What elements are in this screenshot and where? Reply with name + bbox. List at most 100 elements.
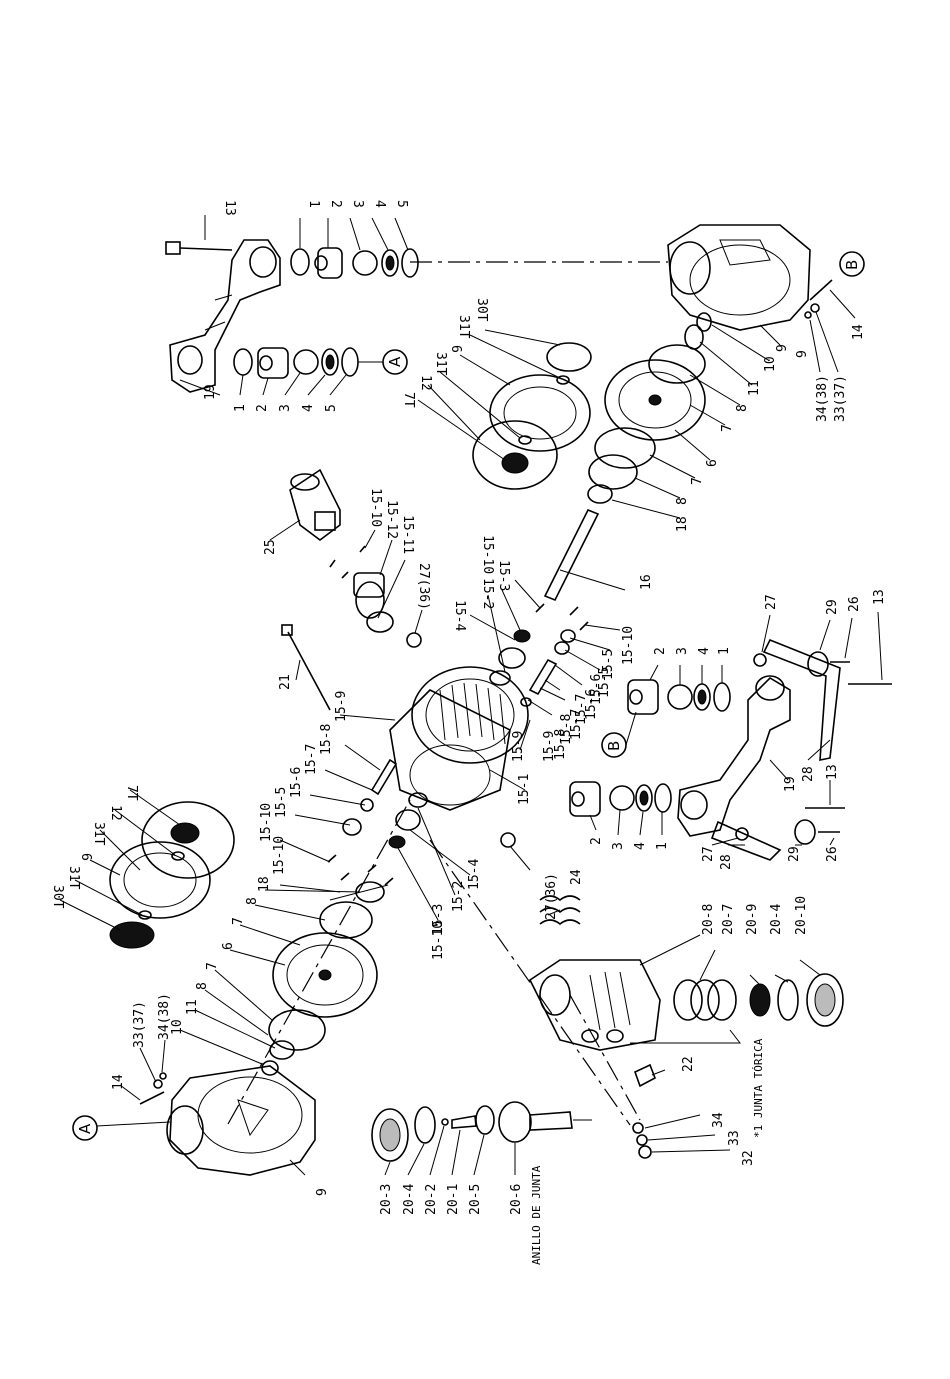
chamber-9-right-rib	[719, 239, 771, 266]
guide-4-a-core	[385, 255, 395, 271]
valve-body-port	[539, 974, 571, 1016]
leader-21	[295, 659, 301, 681]
right-pilot-spool	[520, 603, 589, 707]
oring-5-b	[341, 347, 359, 377]
label-20-4-b: 20-4	[402, 1184, 417, 1215]
center-body	[389, 629, 531, 811]
label-19-a: 19	[203, 384, 218, 400]
label-7-a: 7	[720, 424, 735, 432]
label-15-1: 15-1	[517, 774, 532, 805]
leader-33-37-a	[815, 311, 839, 373]
spool-20-7-b	[690, 979, 720, 1021]
label-26-a: 26	[847, 596, 862, 612]
nut-34-right	[804, 311, 812, 319]
centerline-valve	[569, 994, 641, 1121]
leader-31T-a	[469, 334, 561, 379]
callout-b-right	[839, 251, 865, 277]
leader-34	[644, 1114, 701, 1129]
tie-rod-21-body	[287, 631, 331, 711]
leader-15-3-a	[501, 589, 521, 631]
leader-18-a	[611, 499, 681, 519]
chamber-9-right	[667, 224, 811, 331]
manifold-port-bottom	[177, 345, 203, 375]
leader-4-a	[371, 217, 389, 251]
upper-valve-parts-left	[233, 347, 408, 379]
screw-15-10-left-d	[384, 877, 394, 886]
washer-34	[632, 1122, 644, 1134]
leader-27-36-a	[414, 609, 423, 634]
leader-callout-b-lower	[625, 711, 637, 746]
tie-rod-21-head	[281, 624, 293, 636]
leader-10-b	[179, 1029, 263, 1065]
lower-manifold	[677, 638, 892, 861]
note-o-ring: *1 JUNTA TÓRICA	[752, 1038, 765, 1138]
label-15-11: 15-11	[400, 515, 415, 554]
label-1-d: 1	[655, 842, 670, 850]
diaphragm-7-right-inner	[618, 371, 692, 429]
label-15-10-f: 15-10	[431, 921, 446, 960]
screw-15-10-left-a	[327, 854, 337, 863]
label-29-a: 29	[825, 599, 840, 615]
washer-33	[636, 1134, 648, 1146]
ring-31T-right-a	[556, 375, 570, 385]
oring-5-a	[401, 248, 419, 278]
guide-4-d	[635, 784, 653, 812]
label-15-5-b: 15-5	[601, 649, 616, 680]
label-6-a: 6	[448, 345, 463, 353]
label-15-9-b: 15-9	[542, 731, 557, 762]
leader-15-7-a	[324, 769, 373, 791]
shaft-16-body	[543, 508, 600, 602]
label-15-9-c: 15-9	[511, 731, 526, 762]
label-31T-a: 31T	[456, 315, 471, 339]
label-5-b: 5	[324, 404, 339, 412]
label-20-3: 20-3	[379, 1184, 394, 1215]
callout-letters: A A B B	[76, 260, 861, 1134]
leader-2-d	[589, 814, 597, 831]
label-27-b: 27	[701, 846, 716, 862]
callout-b-right-letter: B	[843, 260, 861, 270]
chamber-9-left-face	[197, 1076, 303, 1154]
bolt-13-head	[165, 241, 181, 255]
centerline-lower	[429, 839, 631, 1126]
leader-callout-a-lower	[96, 1121, 171, 1127]
leader-15-9-c	[519, 719, 531, 751]
leader-9-b	[289, 1159, 306, 1176]
fitting-22	[634, 1063, 657, 1088]
label-10-b: 10	[170, 1019, 185, 1035]
manifold-19-lower-port-top	[755, 675, 785, 701]
label-8-b: 8	[675, 497, 690, 505]
leader-27	[761, 614, 771, 653]
chamber-9-left	[169, 1065, 316, 1176]
label-14-b: 14	[111, 1074, 126, 1090]
chamber-9-right-face	[689, 244, 791, 316]
muffler-25-end	[290, 473, 320, 491]
ball-3-a	[352, 250, 378, 276]
label-15-6-c: 15-6	[584, 689, 599, 720]
label-6-d: 6	[221, 942, 236, 950]
diaphragm-7-right	[604, 359, 706, 441]
bushing-15-4-right	[498, 647, 526, 669]
label-3-c: 3	[675, 647, 690, 655]
label-27-36-a: 27(36)	[416, 563, 431, 610]
right-diaphragm-stack	[587, 312, 712, 504]
leader-15-8-b	[539, 687, 566, 701]
spool-20-7-c	[707, 979, 737, 1021]
leader-7-a	[689, 404, 726, 426]
leader-15-9-a	[339, 714, 396, 721]
leader-5-a	[394, 217, 409, 251]
plate-8-right-b	[588, 454, 638, 490]
leader-7-b	[649, 454, 696, 479]
leader-7-c	[239, 924, 301, 946]
leader-26-a	[844, 617, 853, 659]
label-19-b: 19	[783, 776, 798, 792]
label-2-b: 2	[255, 404, 270, 412]
label-9-a: 9	[775, 344, 790, 352]
washer-33-right	[810, 303, 820, 313]
diaphragm-7-right-hub	[648, 394, 662, 406]
washer-10-right	[696, 312, 712, 332]
guide-4-c-core	[697, 689, 707, 705]
seat-2-b-hole	[259, 355, 273, 371]
leader-15-10-e	[279, 884, 341, 893]
ring-11-left	[269, 1040, 295, 1060]
leader-24	[547, 909, 561, 916]
